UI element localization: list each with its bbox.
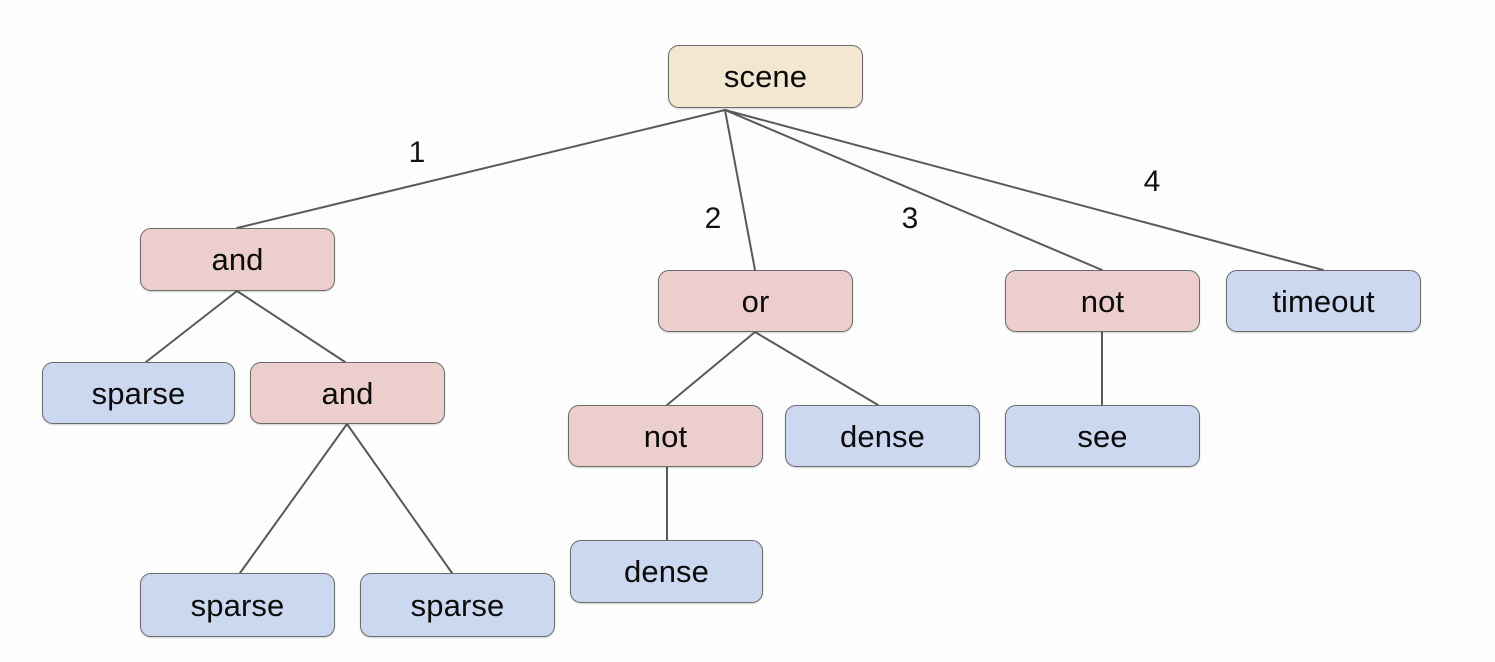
tree-node-and[interactable]: and <box>140 228 335 291</box>
tree-node-sparse[interactable]: sparse <box>42 362 235 424</box>
tree-edge <box>724 109 1103 271</box>
tree-node-sparse[interactable]: sparse <box>360 573 555 637</box>
tree-edge <box>754 331 879 406</box>
tree-edge <box>239 423 348 574</box>
tree-edge <box>145 290 238 363</box>
edge-label-1: 1 <box>408 136 426 169</box>
tree-edge <box>346 423 453 574</box>
tree-node-scene[interactable]: scene <box>668 45 863 108</box>
tree-edge <box>724 109 1324 271</box>
edge-label-3: 3 <box>901 202 919 235</box>
tree-node-sparse[interactable]: sparse <box>140 573 335 637</box>
tree-edge <box>724 109 756 271</box>
edge-label-4: 4 <box>1143 165 1161 198</box>
tree-node-or[interactable]: or <box>658 270 853 332</box>
tree-node-not[interactable]: not <box>568 405 763 467</box>
tree-edge <box>666 331 756 406</box>
tree-node-dense[interactable]: dense <box>570 540 763 603</box>
tree-node-not[interactable]: not <box>1005 270 1200 332</box>
tree-node-timeout[interactable]: timeout <box>1226 270 1421 332</box>
tree-node-dense[interactable]: dense <box>785 405 980 467</box>
tree-edge <box>236 109 726 229</box>
edge-label-2: 2 <box>704 202 722 235</box>
tree-node-see[interactable]: see <box>1005 405 1200 467</box>
tree-edge <box>236 290 346 363</box>
tree-node-and[interactable]: and <box>250 362 445 424</box>
